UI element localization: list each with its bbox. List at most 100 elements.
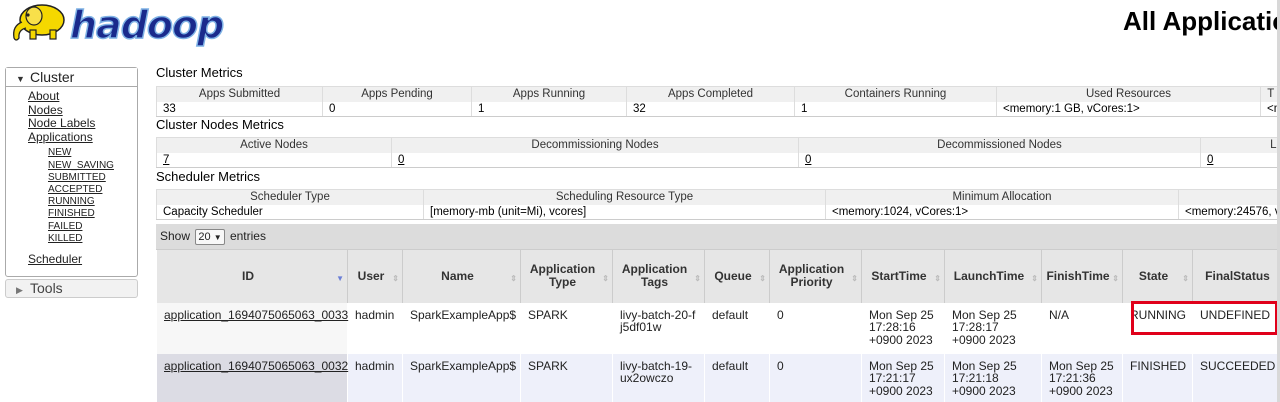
name-cell: SparkExampleApp$ xyxy=(402,302,521,354)
triangle-down-icon: ▼ xyxy=(16,74,25,84)
sort-icon: ⇕ xyxy=(602,274,609,283)
launch-time-cell: Mon Sep 25 17:21:18 +0900 2023 xyxy=(944,353,1042,402)
sort-icon: ⇕ xyxy=(392,274,399,283)
vertical-scrollbar[interactable] xyxy=(1277,0,1280,402)
nav-state-finished[interactable]: FINISHED xyxy=(48,208,95,220)
cluster-metrics-title: Cluster Metrics xyxy=(156,65,243,80)
metric-header: Containers Running xyxy=(794,86,997,102)
nav-tools-header[interactable]: ▶Tools xyxy=(5,279,138,298)
sort-icon: ⇕ xyxy=(851,274,858,283)
col-header-finish-time[interactable]: FinishTime⇕ xyxy=(1041,249,1123,303)
apps-length-toolbar: Show 20 ▼ entries xyxy=(156,224,1280,249)
metric-value: <memory:1024, vCores:1> xyxy=(825,204,1179,220)
user-cell: hadmin xyxy=(347,353,403,402)
metric-value: 32 xyxy=(626,101,795,117)
hadoop-logo[interactable]: hadoop xyxy=(6,0,246,48)
user-cell: hadmin xyxy=(347,302,403,354)
sort-icon: ⇕ xyxy=(1182,274,1189,283)
nav-cluster-panel: ▼Cluster About Nodes Node Labels Applica… xyxy=(5,67,138,277)
decommissioning-nodes-value[interactable]: 0 xyxy=(391,152,799,168)
nav-link-scheduler[interactable]: Scheduler xyxy=(28,252,83,266)
col-header-user[interactable]: User⇕ xyxy=(347,249,403,303)
col-header-queue[interactable]: Queue⇕ xyxy=(704,249,770,303)
priority-cell: 0 xyxy=(769,353,862,402)
finish-time-cell: Mon Sep 25 17:21:36 +0900 2023 xyxy=(1041,353,1123,402)
col-header-final-status[interactable]: FinalStatus⇕ xyxy=(1192,249,1280,303)
queue-cell: default xyxy=(704,302,770,354)
lost-nodes-value[interactable]: 0 xyxy=(1200,152,1280,168)
start-time-cell: Mon Sep 25 17:21:17 +0900 2023 xyxy=(861,353,945,402)
nav-state-new-saving[interactable]: NEW_SAVING xyxy=(48,159,114,171)
table-row: application_1694075065063_0032 hadmin Sp… xyxy=(156,353,1280,402)
col-header-state[interactable]: State⇕ xyxy=(1122,249,1193,303)
nav-cluster-header[interactable]: ▼Cluster xyxy=(6,68,137,87)
metric-header: Apps Submitted xyxy=(156,86,323,102)
app-id-link[interactable]: application_1694075065063_0032 xyxy=(164,358,349,373)
sort-icon: ⇕ xyxy=(1112,274,1119,283)
metric-header: Used Resources xyxy=(996,86,1261,102)
app-id-cell[interactable]: application_1694075065063_0032 xyxy=(156,353,349,402)
nav-link-node-labels[interactable]: Node Labels xyxy=(28,116,96,131)
col-header-priority[interactable]: Application Priority⇕ xyxy=(769,249,862,303)
col-header-type[interactable]: Application Type⇕ xyxy=(520,249,613,303)
metric-value: 1 xyxy=(471,101,627,117)
decommissioned-nodes-value[interactable]: 0 xyxy=(798,152,1201,168)
tags-cell: livy-batch-20-fj5df01w xyxy=(612,302,705,354)
type-cell: SPARK xyxy=(520,302,613,354)
show-label: Show xyxy=(160,229,191,243)
metric-header: Minimum Allocation xyxy=(825,189,1179,205)
nav-link-applications[interactable]: Applications xyxy=(28,129,93,144)
nav-state-submitted[interactable]: SUBMITTED xyxy=(48,171,106,183)
active-nodes-value[interactable]: 7 xyxy=(156,152,392,168)
name-cell: SparkExampleApp$ xyxy=(402,353,521,402)
sort-icon: ⇕ xyxy=(759,274,766,283)
nav-state-killed[interactable]: KILLED xyxy=(48,232,83,244)
col-header-launch-time[interactable]: LaunchTime⇕ xyxy=(944,249,1042,303)
sort-icon: ⇕ xyxy=(694,274,701,283)
metric-header: Apps Pending xyxy=(322,86,472,102)
metric-value: <memory:1 GB, vCores:1> xyxy=(996,101,1261,117)
nodes-metrics-table: Active Nodes Decommissioning Nodes Decom… xyxy=(156,137,1280,168)
nav-state-accepted[interactable]: ACCEPTED xyxy=(48,183,103,195)
nav-link-about[interactable]: About xyxy=(28,89,60,103)
tags-cell: livy-batch-19-ux2owczo xyxy=(612,353,705,402)
state-cell: FINISHED xyxy=(1122,353,1193,402)
metric-value: <m xyxy=(1260,101,1280,117)
svg-text:hadoop: hadoop xyxy=(70,3,223,47)
nav-link-nodes[interactable]: Nodes xyxy=(28,102,63,117)
nav-state-new[interactable]: NEW xyxy=(48,147,72,159)
launch-time-cell: Mon Sep 25 17:28:17 +0900 2023 xyxy=(944,302,1042,354)
nav-state-running[interactable]: RUNNING xyxy=(48,196,95,208)
nav-state-failed[interactable]: FAILED xyxy=(48,220,83,232)
metric-value: <memory:24576, v xyxy=(1178,204,1280,220)
metric-value: 0 xyxy=(322,101,472,117)
metric-header xyxy=(1178,189,1280,205)
table-row: application_1694075065063_0033 hadmin Sp… xyxy=(156,302,1280,354)
sort-desc-icon: ▼ xyxy=(336,274,344,283)
sort-icon: ⇕ xyxy=(1031,274,1038,283)
col-header-start-time[interactable]: StartTime⇕ xyxy=(861,249,945,303)
page-size-select[interactable]: 20 ▼ xyxy=(195,228,225,245)
col-header-tags[interactable]: Application Tags⇕ xyxy=(612,249,705,303)
metric-value: 33 xyxy=(156,101,323,117)
metric-header: T xyxy=(1260,86,1280,102)
metric-value: Capacity Scheduler xyxy=(156,204,424,220)
metric-header: Decommissioning Nodes xyxy=(391,137,799,153)
applications-table: ID▼ User⇕ Name⇕ Application Type⇕ Applic… xyxy=(156,249,1280,402)
triangle-right-icon: ▶ xyxy=(16,285,23,295)
app-id-cell[interactable]: application_1694075065063_0033 xyxy=(156,302,349,354)
metric-header: Decommissioned Nodes xyxy=(798,137,1201,153)
entries-label: entries xyxy=(229,229,266,243)
metric-value: [memory-mb (unit=Mi), vcores] xyxy=(423,204,826,220)
page-title: All Applications xyxy=(1123,6,1280,36)
final-status-cell: UNDEFINED xyxy=(1192,302,1280,354)
col-header-name[interactable]: Name⇕ xyxy=(402,249,521,303)
sort-icon: ⇕ xyxy=(510,274,517,283)
app-id-link[interactable]: application_1694075065063_0033 xyxy=(164,307,349,322)
metric-header: Active Nodes xyxy=(156,137,392,153)
metric-header: Apps Completed xyxy=(626,86,795,102)
metric-value: 1 xyxy=(794,101,997,117)
nodes-metrics-title: Cluster Nodes Metrics xyxy=(156,117,284,132)
elephant-icon xyxy=(13,4,65,41)
col-header-id[interactable]: ID▼ xyxy=(156,249,348,303)
